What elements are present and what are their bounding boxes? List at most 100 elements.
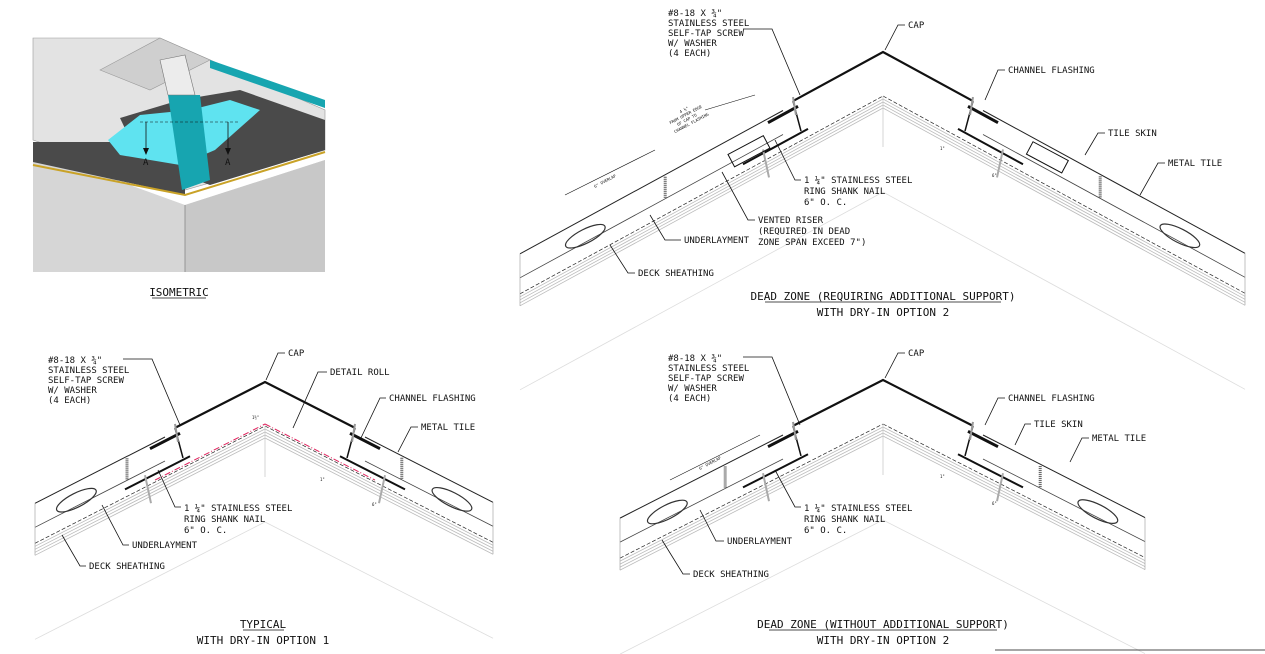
- channel-flashing: [967, 105, 999, 124]
- screw-label: SELF-TAP SCREW: [668, 29, 744, 39]
- detail-dead-zone-without-support: [619, 378, 1146, 654]
- panel-a-labels: #8-18 X ¾" STAINLESS STEEL SELF-TAP SCRE…: [564, 9, 1222, 319]
- screw-label: SELF-TAP SCREW: [668, 374, 744, 384]
- ridge-cap-3d: [168, 95, 210, 190]
- channel-flashing: [767, 105, 799, 124]
- ridge-cap: [792, 378, 974, 427]
- channel-flashing: [149, 432, 181, 450]
- screw-label: (4 EACH): [48, 396, 91, 406]
- ridge-cap: [792, 50, 974, 103]
- screw-label: (4 EACH): [668, 394, 711, 404]
- dim-1-inch: 1": [320, 477, 325, 482]
- detail-dead-zone-with-support: [519, 50, 1246, 391]
- vented-riser-label: (REQUIRED IN DEAD: [758, 227, 850, 237]
- overlap-dim: 6" OVERLAP: [593, 173, 617, 189]
- deck-sheathing-line: [882, 104, 1246, 303]
- screw-label: #8-18 X ¾": [668, 9, 722, 19]
- deck-sheathing-line: [34, 425, 266, 544]
- detail-roll-line: [264, 423, 376, 481]
- metal-tile-surface: [619, 434, 784, 519]
- nail-label: 6" O. C.: [804, 526, 847, 536]
- cap-label: CAP: [908, 21, 925, 31]
- metal-tile-bottom: [519, 134, 784, 279]
- deck-sheathing-line: [619, 426, 884, 562]
- tile-rib: [1077, 499, 1119, 524]
- flashing-base: [124, 455, 191, 491]
- channel-flashing: [967, 430, 999, 448]
- cap-label: CAP: [908, 349, 925, 359]
- metal-tile-label: METAL TILE: [1092, 434, 1146, 444]
- screw: [969, 96, 974, 116]
- deck-sheathing-line: [519, 104, 884, 304]
- screw-label: (4 EACH): [668, 49, 711, 59]
- flashing-base: [742, 127, 809, 166]
- rafter-line: [882, 191, 1246, 390]
- panel-b-subtitle: WITH DRY-IN OPTION 1: [197, 634, 329, 647]
- deck-sheathing-line: [619, 432, 884, 568]
- deck-sheathing-line: [882, 101, 1246, 300]
- deck-sheathing-line: [619, 423, 884, 559]
- deck-sheathing-line: [882, 429, 1146, 564]
- cap-offset-dim: 4 ½" FROM UPPER EDGE OF CAP TO CHANNEL F…: [668, 104, 710, 134]
- channel-flashing-label: CHANNEL FLASHING: [1008, 66, 1095, 76]
- screw: [969, 421, 974, 441]
- tile-skin-label: TILE SKIN: [1034, 420, 1083, 430]
- deck-sheathing-line: [882, 435, 1146, 570]
- metal-tile-surface: [982, 110, 1246, 254]
- dim-6-inch: 6": [992, 501, 997, 506]
- panel-c-title: DEAD ZONE (WITHOUT ADDITIONAL SUPPORT): [757, 618, 1009, 631]
- tile-rib: [646, 499, 688, 525]
- vented-riser-label: VENTED RISER: [758, 216, 824, 226]
- tile-rib: [431, 486, 473, 512]
- flashing-base: [957, 127, 1024, 166]
- isometric-title: ISOMETRIC: [149, 286, 209, 299]
- deck-sheathing-label: DECK SHEATHING: [89, 562, 165, 572]
- channel-flashing: [349, 432, 381, 450]
- tile-skin-label: TILE SKIN: [1108, 129, 1157, 139]
- screw-label: STAINLESS STEEL: [668, 19, 749, 29]
- deck-sheathing-line: [882, 426, 1146, 561]
- apex-dim: 1½": [252, 415, 259, 420]
- deck-sheathing-line: [519, 107, 884, 307]
- channel-flashing-label: CHANNEL FLASHING: [389, 394, 476, 404]
- metal-tile-surface: [364, 436, 494, 503]
- tile-rib: [55, 487, 97, 513]
- channel-flashing: [767, 430, 799, 448]
- screw-label: #8-18 X ¾": [668, 354, 722, 364]
- section-mark-left: A: [143, 158, 149, 168]
- deck-sheathing-label: DECK SHEATHING: [638, 269, 714, 279]
- deck-sheathing-line: [882, 432, 1146, 567]
- nail-label: 1 ¼" STAINLESS STEEL: [804, 504, 912, 514]
- ring-shank-nail: [378, 474, 386, 504]
- flashing-base: [957, 453, 1024, 489]
- section-mark-right: A: [225, 158, 231, 168]
- metal-tile-bottom: [619, 458, 784, 543]
- ring-shank-nail: [762, 149, 770, 178]
- deck-sheathing-line: [619, 429, 884, 565]
- underlayment-label: UNDERLAYMENT: [727, 537, 793, 547]
- cap-label: CAP: [288, 349, 305, 359]
- screw-label: #8-18 X ¾": [48, 356, 102, 366]
- rafter-line: [619, 519, 884, 654]
- nail-label: 1 ¼" STAINLESS STEEL: [804, 176, 912, 186]
- tile-rib: [564, 223, 606, 249]
- dim-1-inch: 1": [940, 146, 945, 151]
- metal-tile-surface: [982, 434, 1146, 519]
- deck-sheathing-line: [264, 437, 494, 555]
- screw-label: STAINLESS STEEL: [668, 364, 749, 374]
- detail-roll-label: DETAIL ROLL: [330, 368, 390, 378]
- panel-c-subtitle: WITH DRY-IN OPTION 2: [817, 634, 949, 647]
- rafter-line: [34, 521, 266, 640]
- deck-sheathing-line: [619, 435, 884, 571]
- metal-tile-label: METAL TILE: [421, 423, 475, 433]
- vented-riser: [1025, 141, 1069, 174]
- nail-label: 1 ¼" STAINLESS STEEL: [184, 504, 292, 514]
- nail-label: RING SHANK NAIL: [804, 187, 885, 197]
- overlap-dim: 6" OVERLAP: [698, 455, 722, 471]
- screw-label: W/ WASHER: [668, 39, 717, 49]
- metal-tile-surface: [519, 110, 784, 255]
- rafter-line: [882, 519, 1146, 654]
- panel-c-labels: #8-18 X ¾" STAINLESS STEEL SELF-TAP SCRE…: [661, 349, 1146, 647]
